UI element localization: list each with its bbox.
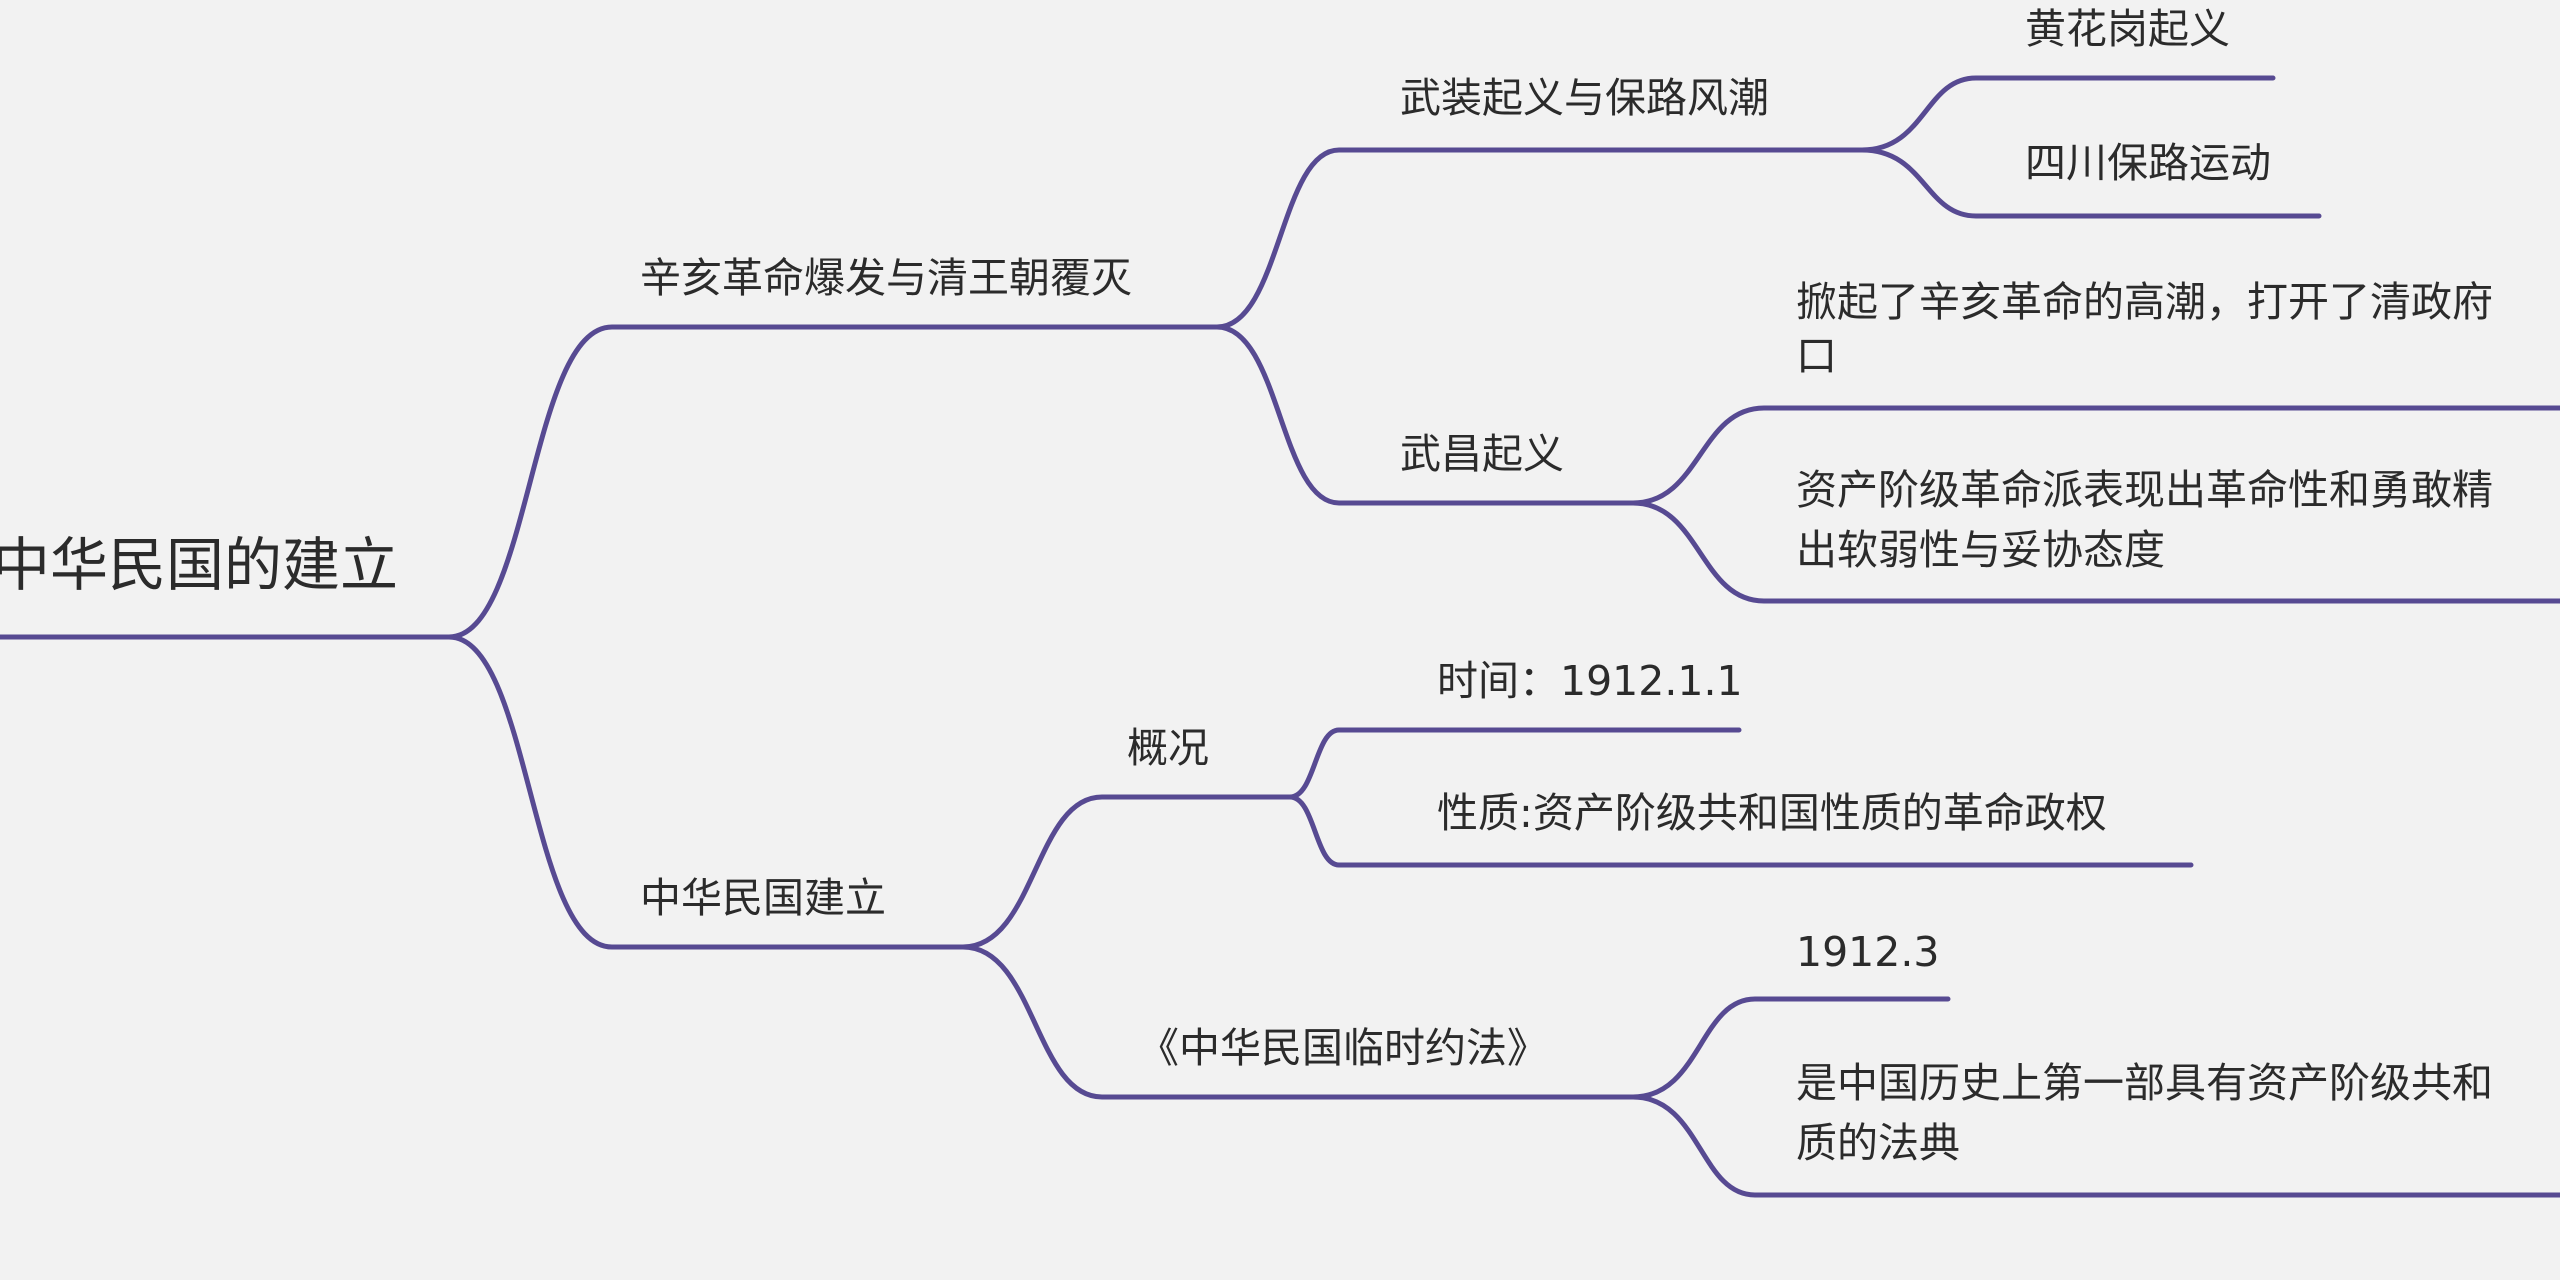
connector-nature [1287, 794, 2194, 868]
node-first-code-line2: 质的法典 [1796, 1119, 1960, 1167]
node-wuchang-nature-line1[interactable]: 资产阶级革命派表现出革命性和勇敢精 [1796, 466, 2493, 514]
node-sichuan[interactable]: 四川保路运动 [2025, 139, 2271, 187]
connector-huanghuagang [1859, 75, 2276, 153]
connector-xinhai [446, 324, 1220, 640]
connector-founding [446, 634, 966, 950]
node-overview[interactable]: 概况 [1127, 724, 1209, 772]
node-wuchang[interactable]: 武昌起义 [1400, 430, 1564, 478]
connector-wuchang-2 [1630, 500, 2560, 604]
connector-time [1287, 727, 1742, 800]
node-time[interactable]: 时间：1912.1.1 [1437, 657, 1743, 705]
connector-first-code [1630, 1094, 2560, 1198]
root-node[interactable]: 中华民国的建立 [0, 531, 399, 599]
node-huanghuagang[interactable]: 黄花岗起义 [2025, 5, 2230, 53]
connector-sichuan [1859, 147, 2322, 219]
node-wuchang-nature-line2: 出软弱性与妥协态度 [1796, 526, 2165, 574]
connector-overview [960, 794, 1293, 950]
node-roc-founding[interactable]: 中华民国建立 [640, 874, 886, 922]
connector-constitution [960, 944, 1636, 1100]
node-provisional-constitution[interactable]: 《中华民国临时约法》 [1138, 1024, 1548, 1072]
connector-wuchang [1214, 324, 1636, 506]
connector-armed-uprising [1214, 147, 1865, 330]
node-armed-uprising[interactable]: 武装起义与保路风潮 [1400, 74, 1769, 122]
node-wuchang-effect-line1[interactable]: 掀起了辛亥革命的高潮，打开了清政府 [1796, 278, 2493, 326]
connector-1912-3 [1630, 996, 1951, 1100]
node-wuchang-effect-line2: 口 [1796, 332, 1837, 380]
connector-wuchang-1 [1630, 405, 2560, 506]
node-xinhai-revolution[interactable]: 辛亥革命爆发与清王朝覆灭 [640, 254, 1132, 302]
node-1912-3[interactable]: 1912.3 [1796, 928, 1940, 976]
node-nature[interactable]: 性质:资产阶级共和国性质的革命政权 [1437, 789, 2107, 837]
node-first-code-line1[interactable]: 是中国历史上第一部具有资产阶级共和 [1796, 1059, 2493, 1107]
